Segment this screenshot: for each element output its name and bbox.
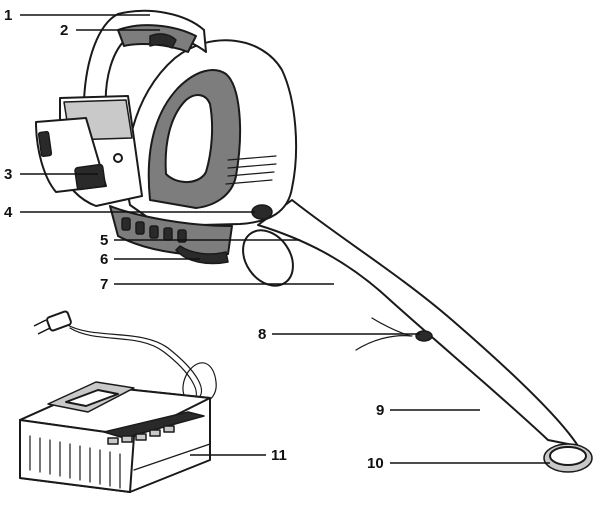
callout-3: 3 <box>4 166 12 183</box>
blower-tube <box>257 199 579 447</box>
callout-5: 5 <box>100 232 108 249</box>
nozzle-opening <box>549 446 587 466</box>
intake-slots <box>121 217 187 243</box>
callout-8: 8 <box>258 326 266 343</box>
charger-slot-insert <box>65 389 119 407</box>
callout-11: 11 <box>271 447 287 464</box>
charger-side-ridge <box>133 443 211 471</box>
power-cord-2 <box>69 327 197 403</box>
callout-4: 4 <box>4 204 13 221</box>
charger-indicator-panel <box>103 411 205 439</box>
charger-leds <box>107 425 175 445</box>
callout-1: 1 <box>4 7 12 24</box>
callout-2: 2 <box>60 22 68 39</box>
charger-front <box>19 419 135 493</box>
tube-seam-2 <box>355 335 413 351</box>
tube-lock-tab <box>415 330 433 342</box>
leader-lines <box>20 14 550 464</box>
battery-charger-icon <box>19 310 217 493</box>
battery-release-latch <box>74 163 106 191</box>
power-switch <box>149 33 177 49</box>
callout-10: 10 <box>367 455 384 472</box>
charger-vents <box>29 435 121 489</box>
air-vents <box>225 155 277 185</box>
battery-indicator <box>37 130 53 158</box>
leaf-blower-icon <box>35 9 593 473</box>
callout-6: 6 <box>100 251 108 268</box>
callout-9: 9 <box>376 402 384 419</box>
tube-collar <box>242 229 294 287</box>
callout-labels: 1 2 3 4 5 6 7 8 9 10 11 <box>4 7 384 472</box>
callout-7: 7 <box>100 276 108 293</box>
housing-window <box>164 94 214 183</box>
tube-seam <box>371 317 411 337</box>
battery-screw <box>113 153 123 163</box>
power-plug-icon <box>33 310 72 335</box>
